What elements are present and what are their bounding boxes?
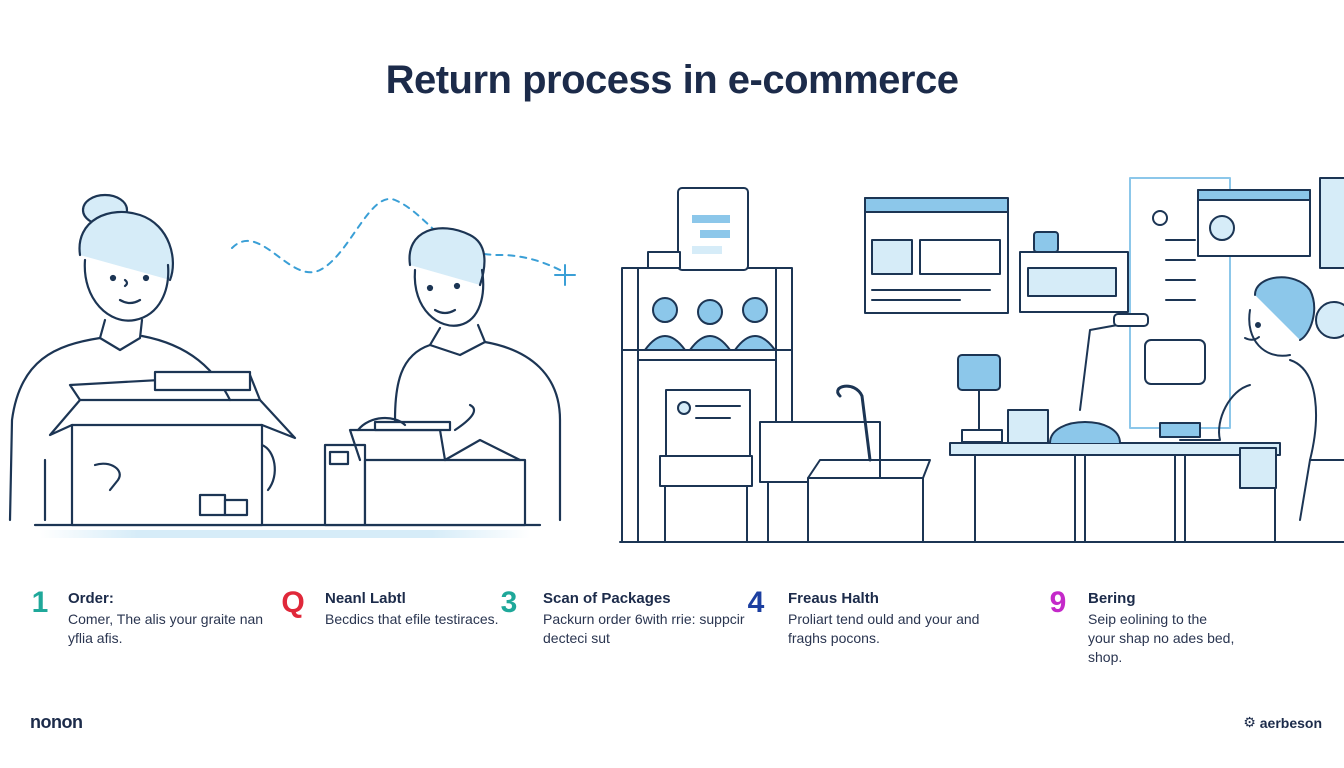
step-number: 1 — [31, 586, 49, 619]
step-number: Q — [281, 586, 305, 619]
step-label: Neanl Labtl — [325, 590, 406, 607]
step-label: Bering — [1088, 590, 1136, 607]
step-number: 9 — [1049, 586, 1067, 619]
step-description: Seip eolining to the your shap no ades b… — [1088, 611, 1235, 665]
brand-logo-left: nonon — [30, 712, 83, 732]
return-process-illustration — [8, 177, 1344, 543]
warehouse-scene — [619, 177, 1344, 543]
packing-scene — [8, 193, 576, 538]
small-box — [323, 417, 527, 527]
step-number: 3 — [500, 586, 518, 619]
page-title: Return process in e-commerce — [385, 58, 959, 102]
step-number: 4 — [747, 586, 765, 619]
step-label: Order: — [68, 590, 114, 607]
big-box — [48, 370, 297, 527]
man-figure — [393, 227, 562, 522]
step-description: Becdics that efile testiraces. — [325, 611, 499, 627]
woman-figure — [8, 193, 232, 522]
step-description: Comer, The alis your graite nаn yflia af… — [68, 611, 264, 646]
brand-logo-right: ⚙ aerbeson — [1243, 714, 1322, 731]
step-label: Freaus Halth — [788, 590, 879, 607]
step-label: Scan of Packages — [543, 590, 671, 607]
step-description: Packurn order 6with rrie: suppcir dectec… — [543, 611, 745, 646]
brand-name: aerbeson — [1259, 714, 1322, 731]
plus-icon — [554, 264, 576, 286]
step-description: Proliart tend ould and your and fraghs p… — [788, 611, 980, 646]
gear-icon: ⚙ — [1243, 714, 1256, 730]
